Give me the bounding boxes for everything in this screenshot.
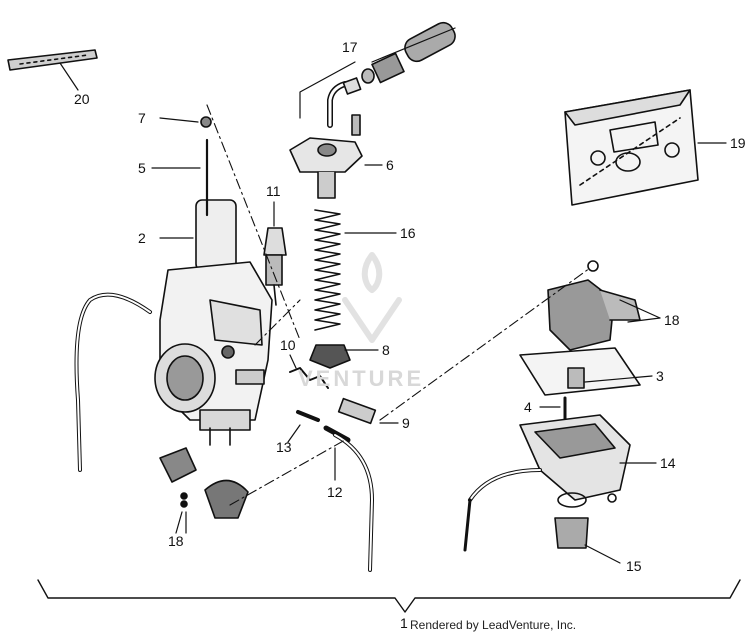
assembly-leaders xyxy=(206,104,591,506)
part-6-carb-cap xyxy=(289,114,383,199)
label-4: 4 xyxy=(524,399,532,415)
part-18-float xyxy=(547,260,661,351)
label-9: 9 xyxy=(402,415,410,431)
label-20: 20 xyxy=(74,91,90,107)
label-13: 13 xyxy=(276,439,292,455)
label-8: 8 xyxy=(382,342,390,358)
watermark-text: VENTURE xyxy=(298,366,425,391)
drain-hose-right xyxy=(333,433,374,572)
label-2: 2 xyxy=(138,230,146,246)
part-3-gasket xyxy=(519,347,653,396)
part-9-main-jet xyxy=(337,397,399,425)
part-11-pilot-screw xyxy=(263,201,287,306)
part-14-float-bowl xyxy=(463,414,657,552)
vent-hose-left xyxy=(74,292,152,472)
part-2-carburetor-body xyxy=(154,138,273,446)
part-10-idle-screw xyxy=(289,354,329,389)
label-7: 7 xyxy=(138,110,146,126)
label-19: 19 xyxy=(730,135,746,151)
label-18-left: 18 xyxy=(168,533,184,549)
label-3: 3 xyxy=(656,368,664,384)
label-15: 15 xyxy=(626,558,642,574)
label-10: 10 xyxy=(280,337,296,353)
part-16-spring xyxy=(314,209,397,331)
part-8-slide xyxy=(309,344,379,369)
label-11: 11 xyxy=(266,183,281,199)
label-16: 16 xyxy=(400,225,416,241)
watermark-logo xyxy=(342,252,402,343)
label-18-right: 18 xyxy=(664,312,680,328)
part-20-strap xyxy=(7,49,98,91)
credit-text: Rendered by LeadVenture, Inc. xyxy=(410,618,577,632)
part-17-throttle-cable xyxy=(299,21,456,128)
label-1: 1 xyxy=(400,615,408,631)
label-12: 12 xyxy=(327,484,343,500)
part-19-gasket-kit xyxy=(564,89,727,206)
label-17: 17 xyxy=(342,39,358,55)
label-5: 5 xyxy=(138,160,146,176)
part-15-drain-plug xyxy=(554,492,621,564)
part-1-bracket xyxy=(37,579,741,613)
part-18-caps-left xyxy=(159,447,249,534)
part-7-clip xyxy=(159,116,212,128)
label-14: 14 xyxy=(660,455,676,471)
label-6: 6 xyxy=(386,157,394,173)
part-13-jet xyxy=(287,410,320,443)
